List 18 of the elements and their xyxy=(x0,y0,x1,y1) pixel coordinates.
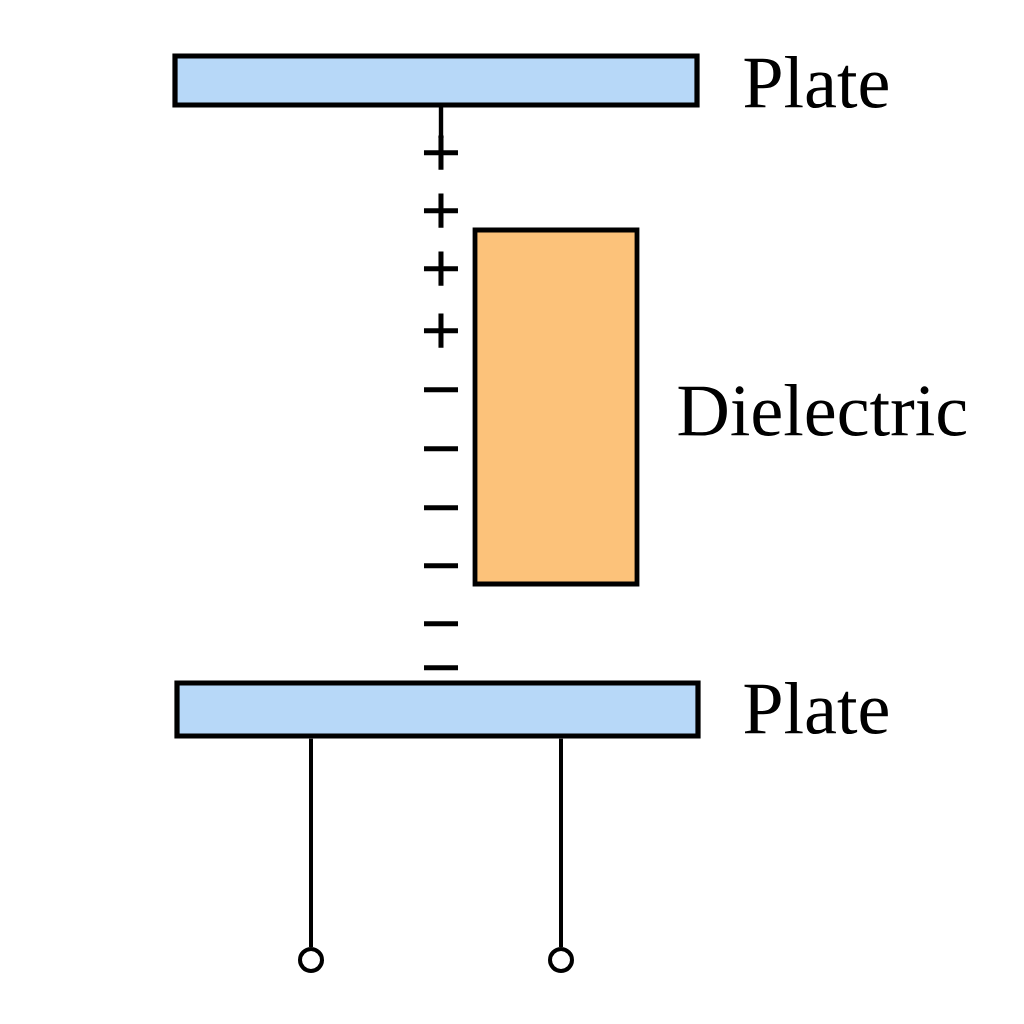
component-label: Plate xyxy=(744,681,888,735)
lead-wire xyxy=(559,738,563,947)
component-label: Dielectric xyxy=(678,383,966,437)
plate-bar xyxy=(172,53,700,108)
component-label: Plate xyxy=(744,55,888,109)
charge-sign: − xyxy=(424,665,458,671)
lead-wire xyxy=(309,738,313,947)
plate-bar xyxy=(174,680,701,739)
charge-sign: + xyxy=(424,135,458,170)
terminal-circle xyxy=(298,947,324,973)
charge-sign: − xyxy=(424,621,458,627)
charge-sign: − xyxy=(424,505,458,511)
dielectric-block xyxy=(472,227,640,587)
charge-sign: + xyxy=(424,251,458,286)
charge-sign: + xyxy=(424,193,458,228)
charge-sign: − xyxy=(424,563,458,569)
charge-sign: + xyxy=(424,313,458,348)
terminal-circle xyxy=(548,947,574,973)
